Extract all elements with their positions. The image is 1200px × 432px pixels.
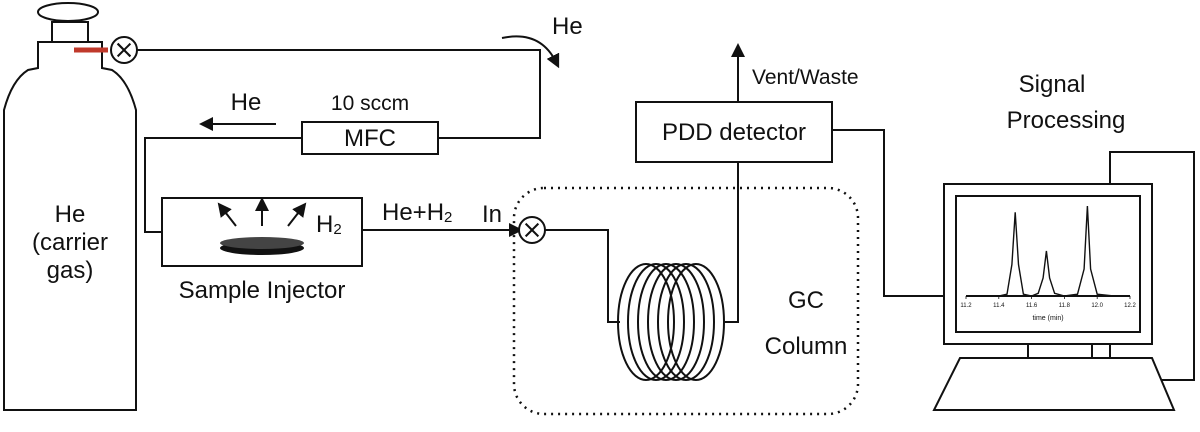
chromatogram-trace <box>966 205 1130 297</box>
detector-signal-line <box>832 129 944 297</box>
cylinder-label-line3: gas) <box>47 257 94 284</box>
monitor-stand <box>1027 343 1093 359</box>
mfc-label: MFC <box>344 125 396 152</box>
coil-icon <box>617 263 725 381</box>
emission-arrow-left <box>217 202 237 227</box>
he-h2-label: He+H2 <box>382 199 452 226</box>
computer <box>932 151 1195 411</box>
x-tick-label: 11.8 <box>1059 303 1071 309</box>
he-flow-label: He <box>231 89 262 116</box>
x-tick-label: 11.6 <box>1026 303 1038 309</box>
valve-icon <box>518 216 546 244</box>
gc-oven-region <box>512 186 860 416</box>
pdd-detector-box <box>635 101 833 163</box>
h2-label: H2 <box>316 211 342 238</box>
x-tick-label: 12.0 <box>1091 303 1103 309</box>
emission-arrow-right <box>287 202 307 227</box>
carrier-gas-line <box>137 49 541 139</box>
he-curved-arrow <box>501 35 560 69</box>
x-axis-title: time (min) <box>1032 315 1063 322</box>
vent-waste-label: Vent/Waste <box>752 66 859 89</box>
he-top-label: He <box>552 13 583 40</box>
gc-column-label-line2: Column <box>765 333 848 360</box>
gas-cylinder: He (carrier gas) <box>3 2 137 411</box>
valve-icon <box>110 36 138 64</box>
cylinder-label-line1: He <box>55 201 86 228</box>
x-tick-label: 11.4 <box>993 303 1005 309</box>
keyboard <box>932 357 1176 411</box>
gc-column-label-line1: GC <box>788 287 824 314</box>
mfc-to-injector-line <box>144 137 302 233</box>
x-tick-label: 11.2 <box>960 303 972 309</box>
x-tick-group: 11.2 11.4 11.6 11.8 12.0 12.2 <box>960 296 1136 309</box>
signal-processing-line1: Signal <box>1019 71 1086 98</box>
inlet-label: In <box>482 201 502 228</box>
flow-rate-label: 10 sccm <box>331 92 409 115</box>
column-outlet-line <box>724 162 739 323</box>
chromatogram: 11.2 11.4 11.6 11.8 12.0 12.2 time (min) <box>960 205 1136 322</box>
column-inlet-line <box>545 229 620 323</box>
pdd-detector-label: PDD detector <box>662 119 806 146</box>
cylinder-label-line2: (carrier <box>32 229 108 256</box>
sample-injector-label: Sample Injector <box>179 277 346 304</box>
signal-processing-line2: Processing <box>1007 107 1126 134</box>
mfc-box <box>301 121 439 155</box>
x-tick-label: 12.2 <box>1124 303 1136 309</box>
